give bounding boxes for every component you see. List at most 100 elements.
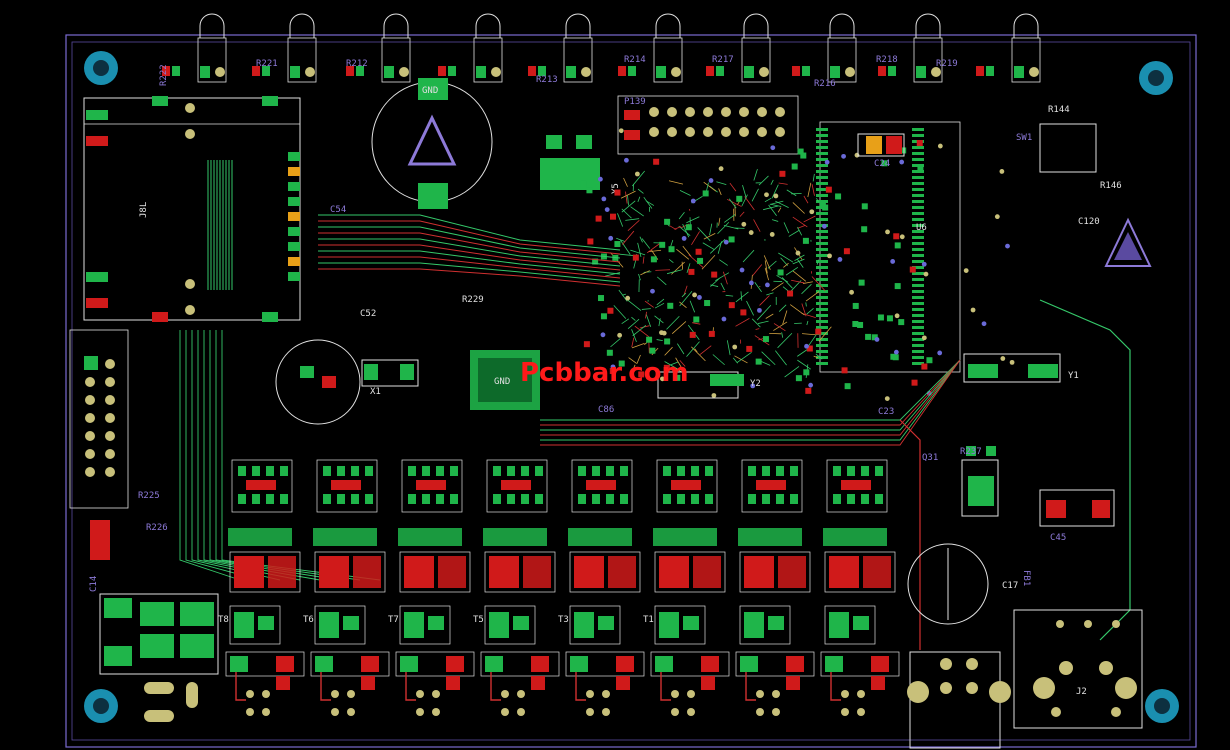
svg-text:R144: R144 bbox=[1048, 105, 1070, 115]
qfn-chip: GND bbox=[470, 350, 540, 410]
channel-5: T3 bbox=[558, 459, 645, 716]
led-2 bbox=[252, 13, 317, 83]
svg-text:C52: C52 bbox=[360, 309, 376, 319]
svg-text:R218: R218 bbox=[876, 55, 898, 65]
trace-layer bbox=[179, 214, 1131, 650]
svg-text:R146: R146 bbox=[1100, 181, 1122, 191]
header-p139: P139 bbox=[617, 95, 799, 155]
watermark-text: Pcbbar.com bbox=[520, 358, 689, 388]
svg-text:Y2: Y2 bbox=[750, 379, 761, 389]
mount-hole-bottom-left bbox=[84, 689, 118, 723]
svg-text:C24: C24 bbox=[874, 159, 890, 169]
channel-label: T1 bbox=[643, 615, 654, 625]
sd-card-connector: J8L bbox=[83, 96, 301, 322]
svg-text:SW1: SW1 bbox=[1016, 133, 1032, 143]
svg-text:C54: C54 bbox=[330, 205, 346, 215]
jack-j2: J2 bbox=[1013, 609, 1143, 729]
sd-pin bbox=[288, 257, 300, 266]
channel-label: T7 bbox=[388, 615, 399, 625]
channel-8 bbox=[820, 459, 900, 716]
sd-pin bbox=[288, 152, 300, 161]
svg-text:C17: C17 bbox=[1002, 581, 1018, 591]
sd-pin bbox=[288, 182, 300, 191]
capacitor-c24: C24 bbox=[857, 133, 905, 169]
sd-pin bbox=[288, 197, 300, 206]
esd-logo-right bbox=[1104, 217, 1152, 267]
svg-text:R212: R212 bbox=[346, 59, 368, 69]
svg-text:R219: R219 bbox=[936, 59, 958, 69]
dense-routing-area bbox=[580, 128, 1015, 402]
sd-pin bbox=[288, 272, 300, 281]
crystal-y2: Y2 bbox=[657, 371, 761, 399]
led-row bbox=[162, 13, 1041, 83]
svg-text:GND: GND bbox=[494, 377, 510, 387]
led-10 bbox=[976, 13, 1041, 83]
svg-text:C14: C14 bbox=[89, 576, 99, 592]
svg-text:C45: C45 bbox=[1050, 533, 1066, 543]
channel-1: T8 bbox=[218, 459, 305, 716]
svg-text:U6: U6 bbox=[916, 223, 927, 233]
channel-label: T8 bbox=[218, 615, 229, 625]
jack-middle bbox=[907, 651, 1011, 749]
svg-text:R229: R229 bbox=[462, 295, 484, 305]
svg-text:Y1: Y1 bbox=[1068, 371, 1079, 381]
led-6 bbox=[618, 13, 683, 83]
svg-text:C120: C120 bbox=[1078, 217, 1100, 227]
output-channels: T8 T6 T7 T5 T3 T1 bbox=[218, 459, 900, 716]
svg-text:R222: R222 bbox=[159, 64, 169, 86]
svg-text:P139: P139 bbox=[624, 97, 646, 107]
mount-hole-top-left bbox=[84, 51, 118, 85]
led-4 bbox=[438, 13, 503, 83]
channel-7 bbox=[735, 459, 815, 716]
svg-text:C23: C23 bbox=[878, 407, 894, 417]
svg-text:FB1: FB1 bbox=[1021, 570, 1031, 586]
svg-text:C86: C86 bbox=[598, 405, 614, 415]
svg-text:J2: J2 bbox=[1076, 687, 1087, 697]
channel-label: T5 bbox=[473, 615, 484, 625]
svg-text:Q31: Q31 bbox=[922, 453, 938, 463]
crystal-y1: Y1 bbox=[963, 353, 1079, 383]
channel-4: T5 bbox=[473, 459, 560, 716]
board-outline bbox=[65, 34, 1197, 748]
power-input-block: C14 R225 R226 bbox=[89, 491, 219, 722]
voltage-regulator: R237 FB1 bbox=[960, 446, 1031, 586]
capacitor-c45: C45 bbox=[1039, 489, 1115, 543]
svg-text:Y5: Y5 bbox=[611, 183, 621, 194]
sd-pin bbox=[288, 212, 300, 221]
channel-2: T6 bbox=[303, 459, 390, 716]
led-9 bbox=[878, 13, 943, 83]
svg-text:R225: R225 bbox=[138, 491, 160, 501]
silkscreen-labels: R222 R221 R212 R213 R214 R217 R216 R218 … bbox=[159, 55, 958, 463]
svg-text:R217: R217 bbox=[712, 55, 734, 65]
mount-hole-bottom-right bbox=[1145, 689, 1179, 723]
svg-text:R221: R221 bbox=[256, 59, 278, 69]
svg-text:R213: R213 bbox=[536, 75, 558, 85]
channel-label: T3 bbox=[558, 615, 569, 625]
crystal-x1: X1 C52 bbox=[360, 309, 419, 397]
esd-logo-top: GND bbox=[371, 78, 493, 209]
led-1 bbox=[162, 13, 227, 83]
sd-pin bbox=[288, 242, 300, 251]
battery-holder bbox=[275, 339, 361, 425]
svg-text:R226: R226 bbox=[146, 523, 168, 533]
led-8 bbox=[792, 13, 857, 83]
left-edge-connector bbox=[69, 329, 129, 509]
svg-text:X1: X1 bbox=[370, 387, 381, 397]
led-3 bbox=[346, 13, 411, 83]
led-7 bbox=[706, 13, 771, 83]
main-ic-u6: U6 bbox=[816, 121, 961, 373]
svg-text:R237: R237 bbox=[960, 447, 982, 457]
mount-hole-top-right bbox=[1139, 61, 1173, 95]
svg-text:R216: R216 bbox=[814, 79, 836, 89]
led-5 bbox=[528, 13, 593, 83]
gnd-label-top: GND bbox=[422, 86, 438, 96]
svg-text:R214: R214 bbox=[624, 55, 646, 65]
oscillator-y5: Y5 bbox=[540, 135, 621, 194]
channel-6: T1 bbox=[643, 459, 730, 716]
sd-pin bbox=[288, 167, 300, 176]
electrolytic-c17: C17 bbox=[907, 543, 1018, 625]
channel-label: T6 bbox=[303, 615, 314, 625]
switch-sw1: R144 SW1 R146 C120 bbox=[1016, 105, 1122, 227]
sd-connector-label: J8L bbox=[139, 202, 149, 218]
